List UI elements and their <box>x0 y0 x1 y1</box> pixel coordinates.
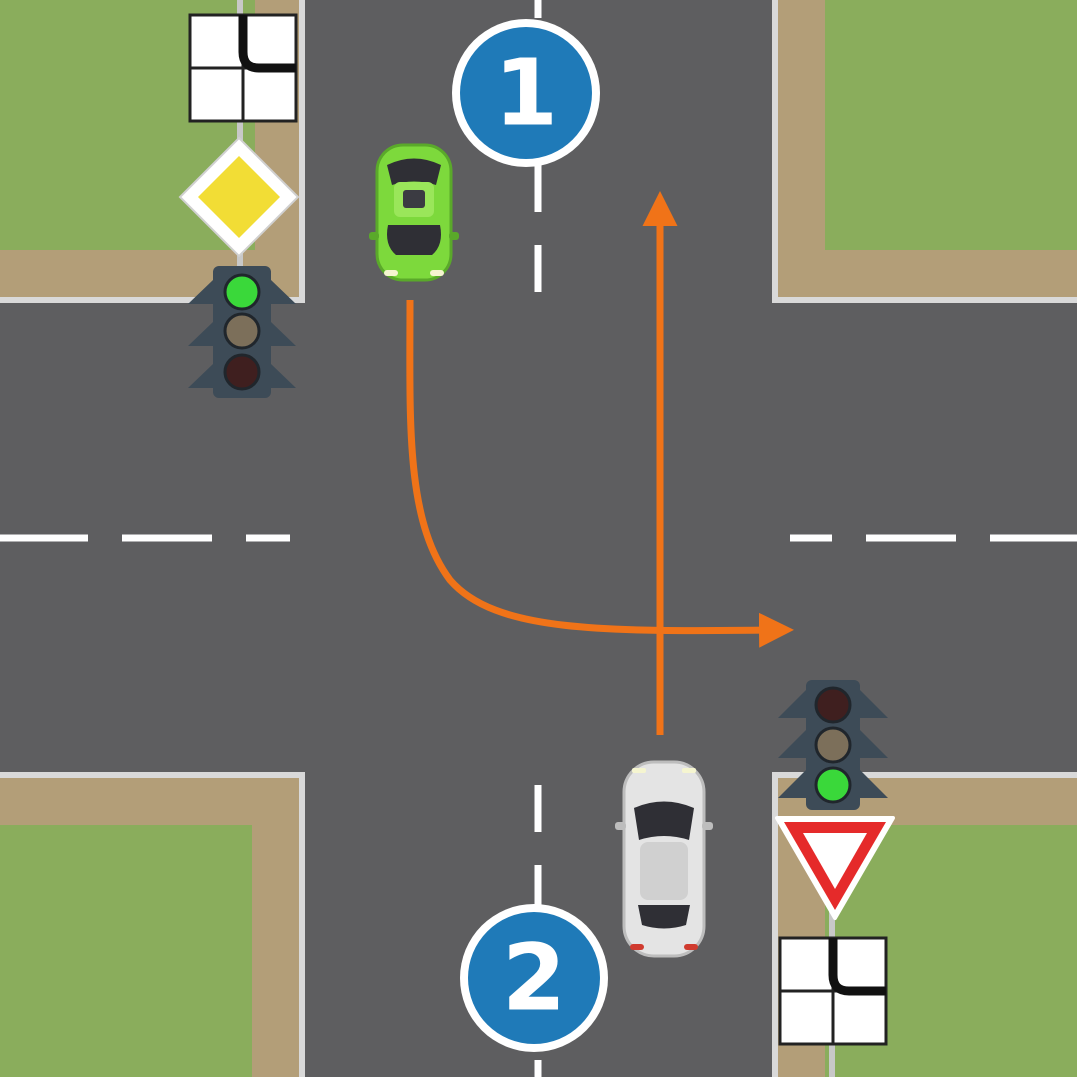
light-green-on <box>814 766 852 804</box>
corner-bottom-left <box>0 772 305 1077</box>
light-red-off <box>814 686 852 724</box>
yellow-diamond-icon <box>178 136 300 258</box>
corner-top-right <box>772 0 1077 303</box>
car-white <box>615 760 713 958</box>
badge-1-label: 1 <box>494 40 558 147</box>
sign-post-top-left <box>178 0 300 270</box>
path-arrow-left-turn <box>406 299 794 648</box>
car-green <box>369 143 459 282</box>
yield-triangle-icon <box>775 816 895 920</box>
light-yellow-off <box>814 726 852 764</box>
badge-2-label: 2 <box>502 925 566 1032</box>
traffic-light-bottom-right <box>778 680 888 810</box>
light-yellow-off <box>223 312 261 350</box>
sign-post-bottom-right <box>775 816 895 1077</box>
main-road-plate-icon <box>778 936 888 1046</box>
light-green-on <box>223 273 261 311</box>
badge-1: 1 <box>452 19 600 167</box>
main-road-plate-icon <box>188 13 298 123</box>
badge-2: 2 <box>460 904 608 1052</box>
traffic-light-top-left <box>188 266 296 398</box>
light-red-off <box>223 353 261 391</box>
